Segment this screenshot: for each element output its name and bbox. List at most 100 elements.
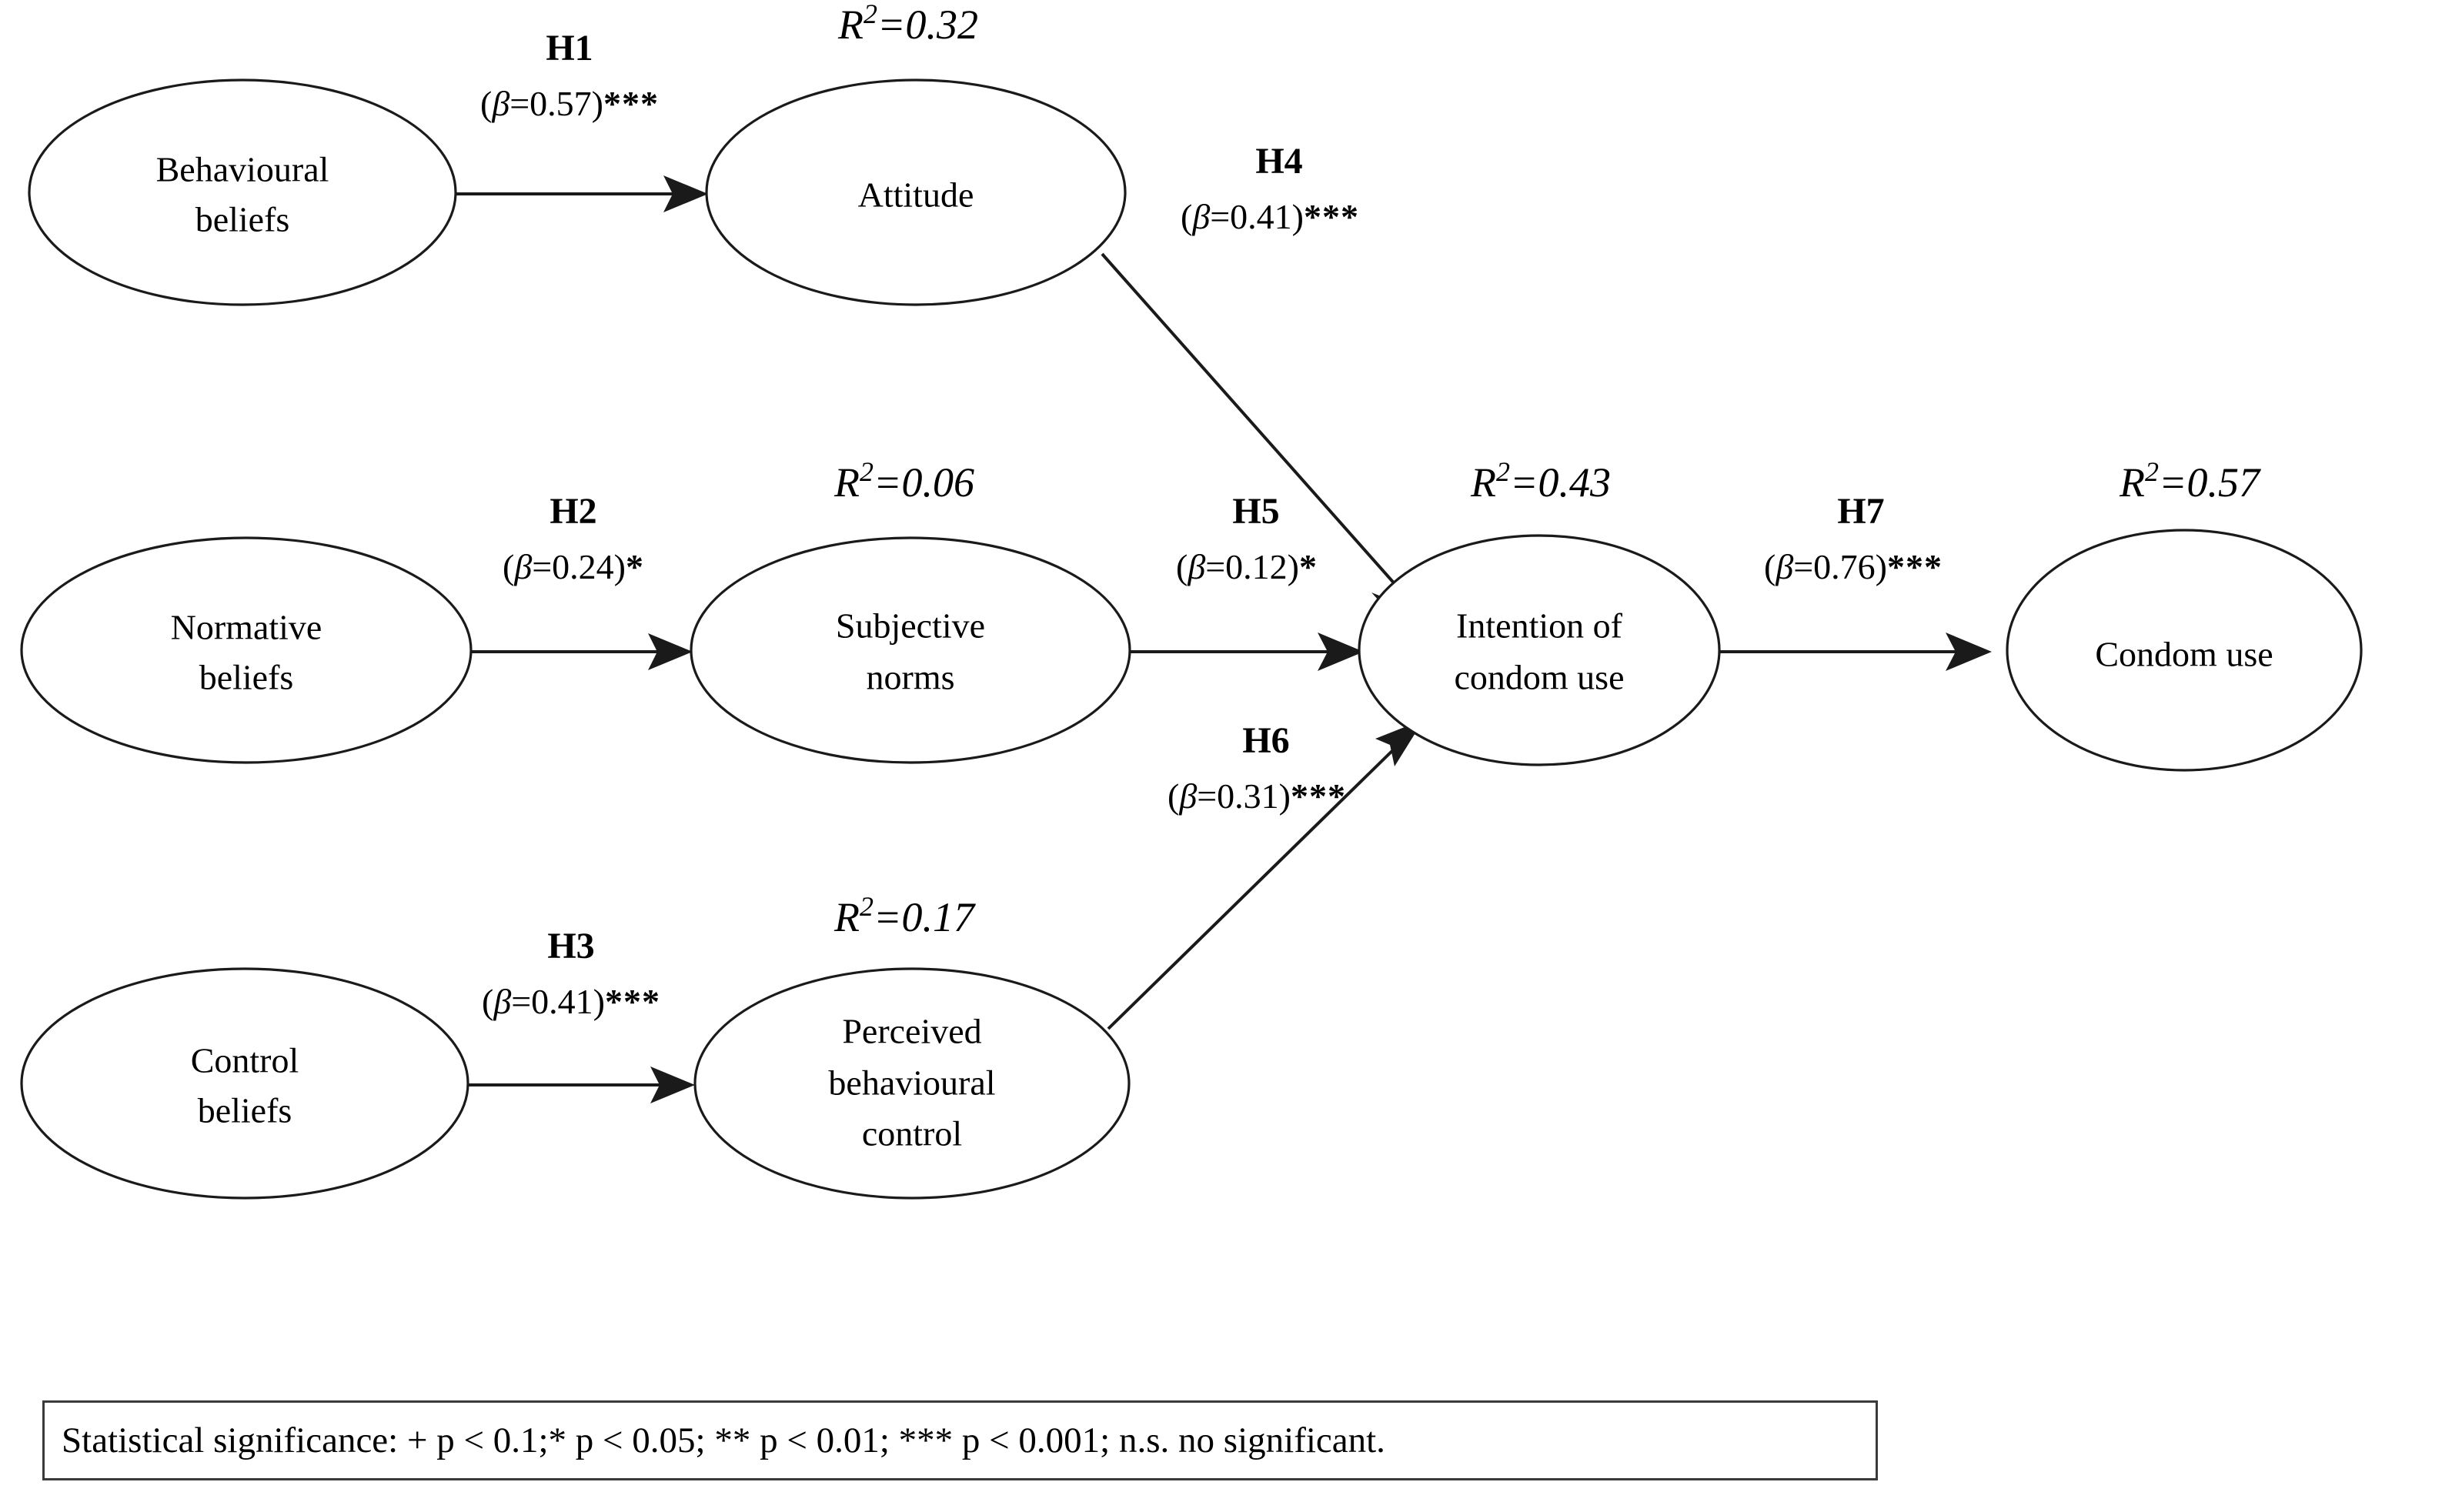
behavioural-beliefs-ellipse[interactable] (28, 78, 457, 306)
h4-beta-symbol: β (1191, 197, 1210, 236)
h2-beta: (β=0.24)* (503, 547, 644, 586)
normative-beliefs-label-line1: Normative (171, 608, 322, 647)
node-perceived-behavioural-control[interactable]: Perceived behavioural control R2=0.17 (693, 891, 1131, 1200)
h4-beta-eq: =0.41) (1210, 197, 1304, 236)
path-h3 (468, 1066, 695, 1103)
intention-label-line2: condom use (1454, 658, 1624, 697)
pbc-label-line2: behavioural (828, 1063, 995, 1103)
node-normative-beliefs[interactable]: Normative beliefs (20, 536, 473, 764)
node-attitude[interactable]: Attitude R2=0.32 (705, 0, 1127, 306)
path-h7-arrowhead (1946, 633, 1992, 671)
h6-significance-stars: *** (1291, 776, 1346, 816)
h3-paren-open: ( (482, 982, 493, 1021)
h1-significance-stars: *** (603, 84, 659, 123)
node-intention-of-condom-use[interactable]: Intention of condom use R2=0.43 (1358, 456, 1721, 766)
hypothesis-label-h7: H7 (β=0.76)*** (1764, 491, 1943, 586)
hypothesis-label-h6: H6 (β=0.31)*** (1168, 720, 1346, 816)
path-h7 (1719, 633, 1992, 671)
condom-use-r2-value: =0.57 (2159, 459, 2261, 506)
path-h5 (1130, 633, 1364, 671)
h2-beta-symbol: β (513, 547, 532, 586)
subjective-norms-r2-exponent: 2 (860, 456, 874, 487)
control-beliefs-label-line1: Control (191, 1041, 299, 1080)
path-h6-line (1107, 741, 1402, 1030)
h7-code: H7 (1837, 491, 1884, 532)
control-beliefs-ellipse[interactable] (20, 967, 469, 1200)
h2-beta-eq: =0.24) (532, 547, 626, 586)
node-condom-use[interactable]: Condom use R2=0.57 (2006, 456, 2363, 772)
h1-code: H1 (546, 28, 593, 68)
pbc-label-line1: Perceived (842, 1012, 981, 1051)
pbc-label-line3: control (862, 1114, 962, 1153)
h3-significance-stars: *** (605, 982, 660, 1021)
path-h4-line (1101, 252, 1398, 588)
h1-beta-symbol: β (491, 84, 509, 123)
path-h1-arrowhead (663, 175, 708, 212)
hypothesis-label-h2: H2 (β=0.24)* (503, 491, 644, 586)
intention-r2-base: R (1470, 459, 1496, 506)
behavioural-beliefs-label-line1: Behavioural (156, 150, 329, 189)
path-h2 (471, 633, 693, 670)
h2-code: H2 (550, 491, 596, 532)
intention-r2-value: =0.43 (1510, 459, 1611, 506)
condom-use-r2-label: R2=0.57 (2119, 456, 2261, 506)
subjective-norms-r2-value: =0.06 (874, 459, 974, 506)
condom-use-label: Condom use (2095, 635, 2273, 674)
h2-paren-open: ( (503, 547, 514, 586)
h5-beta-eq: =0.12) (1205, 547, 1299, 586)
attitude-ellipse[interactable] (705, 78, 1127, 306)
path-h6 (1107, 719, 1424, 1030)
h4-beta: (β=0.41)*** (1181, 197, 1359, 236)
h6-paren-open: ( (1168, 776, 1179, 816)
h2-significance-stars: * (626, 547, 644, 586)
subjective-norms-r2-label: R2=0.06 (833, 456, 974, 506)
hypothesis-label-h5: H5 (β=0.12)* (1176, 491, 1318, 586)
h5-significance-stars: * (1299, 547, 1318, 586)
intention-of-condom-use-ellipse[interactable] (1358, 534, 1721, 766)
normative-beliefs-ellipse[interactable] (20, 536, 473, 764)
intention-r2-exponent: 2 (1496, 456, 1510, 487)
attitude-label: Attitude (858, 175, 974, 215)
h4-code: H4 (1255, 141, 1302, 182)
h6-code: H6 (1242, 720, 1289, 761)
hypothesis-label-h3: H3 (β=0.41)*** (482, 926, 660, 1021)
condom-use-r2-exponent: 2 (2145, 456, 2159, 487)
h5-beta: (β=0.12)* (1176, 547, 1318, 586)
perceived-behavioural-control-ellipse[interactable] (693, 967, 1131, 1200)
node-subjective-norms[interactable]: Subjective norms R2=0.06 (690, 456, 1131, 764)
pbc-r2-base: R (833, 894, 860, 940)
significance-legend-box: Statistical significance: + p < 0.1;* p … (42, 1400, 1878, 1480)
h3-beta-eq: =0.41) (511, 982, 605, 1021)
behavioural-beliefs-label-line2: beliefs (195, 200, 290, 239)
condom-use-ellipse[interactable] (2006, 529, 2363, 772)
h6-beta-eq: =0.31) (1197, 776, 1291, 816)
h4-paren-open: ( (1181, 197, 1192, 236)
attitude-r2-label: R2=0.32 (837, 0, 978, 48)
h7-beta-symbol: β (1775, 547, 1793, 586)
h1-beta: (β=0.57)*** (480, 84, 659, 123)
node-behavioural-beliefs[interactable]: Behavioural beliefs (28, 78, 457, 306)
h7-beta-eq: =0.76) (1793, 547, 1887, 586)
h1-paren-open: ( (480, 84, 492, 123)
h5-code: H5 (1232, 491, 1279, 532)
path-h1 (456, 175, 708, 212)
subjective-norms-label-line2: norms (867, 658, 955, 697)
h3-beta: (β=0.41)*** (482, 982, 660, 1021)
attitude-r2-value: =0.32 (877, 2, 978, 48)
h3-beta-symbol: β (493, 982, 511, 1021)
node-control-beliefs[interactable]: Control beliefs (20, 967, 469, 1200)
h5-paren-open: ( (1176, 547, 1188, 586)
path-h2-arrowhead (648, 633, 693, 670)
subjective-norms-label-line1: Subjective (836, 606, 985, 646)
h6-beta: (β=0.31)*** (1168, 776, 1346, 816)
hypothesis-label-h1: H1 (β=0.57)*** (480, 28, 659, 123)
h1-beta-eq: =0.57) (509, 84, 603, 123)
path-h5-arrowhead (1318, 633, 1364, 671)
intention-label-line1: Intention of (1456, 606, 1623, 646)
pbc-r2-exponent: 2 (860, 891, 874, 922)
h4-significance-stars: *** (1304, 197, 1359, 236)
subjective-norms-ellipse[interactable] (690, 536, 1131, 764)
h7-beta: (β=0.76)*** (1764, 547, 1943, 586)
condom-use-r2-base: R (2119, 459, 2145, 506)
